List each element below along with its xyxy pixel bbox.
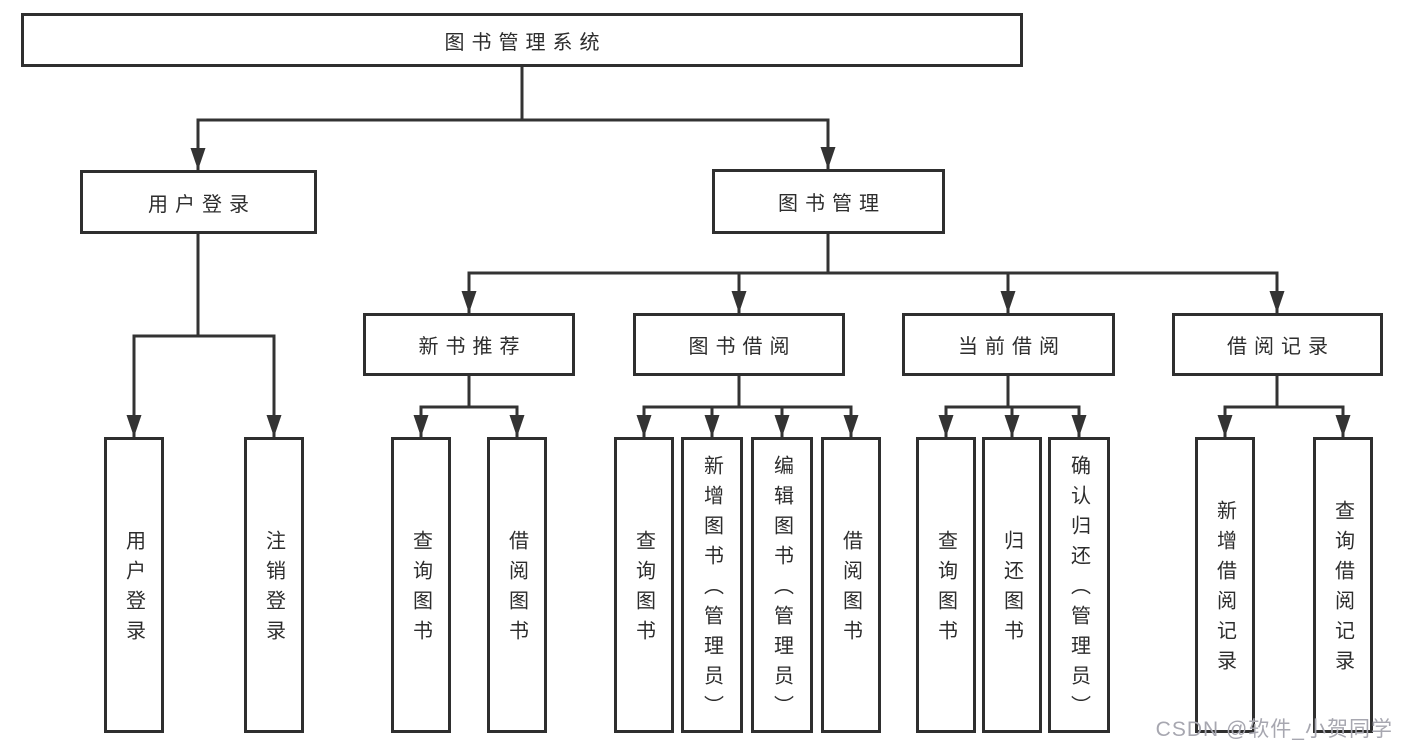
node-label: 图书借阅 bbox=[688, 336, 797, 358]
node-label: 借阅记录 bbox=[1227, 336, 1335, 358]
node-label: 查询图书 bbox=[934, 530, 957, 650]
node-label: 用户登录 bbox=[148, 193, 256, 216]
node-label: 查询借阅记录 bbox=[1331, 500, 1354, 680]
node-root-library-system: 图书管理系统 bbox=[21, 13, 1023, 67]
node-book-management: 图书管理 bbox=[712, 169, 945, 234]
node-label: 用户登录 bbox=[122, 530, 145, 650]
leaf-confirm-return-admin: 确认归还（管理员） bbox=[1048, 437, 1110, 733]
node-label: 查询图书 bbox=[632, 530, 655, 650]
connector-line bbox=[196, 66, 830, 122]
node-new-book-recommend: 新书推荐 bbox=[363, 313, 575, 376]
node-borrow-records: 借阅记录 bbox=[1172, 313, 1383, 376]
leaf-add-books-admin: 新增图书（管理员） bbox=[681, 437, 743, 733]
node-label: 新书推荐 bbox=[418, 336, 527, 358]
connector-line bbox=[132, 234, 276, 338]
connector-line bbox=[1223, 376, 1345, 409]
node-book-borrow: 图书借阅 bbox=[633, 313, 845, 376]
leaf-logout: 注销登录 bbox=[244, 437, 304, 733]
leaf-user-login: 用户登录 bbox=[104, 437, 164, 733]
connector-new-book-recommend-to-leaves bbox=[413, 376, 525, 437]
node-label: 图书管理 bbox=[778, 193, 886, 215]
leaf-query-books-recommend: 查询图书 bbox=[391, 437, 451, 733]
connector-line bbox=[944, 376, 1081, 409]
node-label: 借阅图书 bbox=[839, 530, 862, 650]
connector-line bbox=[467, 234, 1279, 275]
node-label: 新增图书（管理员） bbox=[700, 455, 723, 725]
connector-line bbox=[642, 376, 853, 409]
leaf-return-books: 归还图书 bbox=[982, 437, 1042, 733]
leaf-query-borrow-record: 查询借阅记录 bbox=[1313, 437, 1373, 733]
connector-current-borrow-to-leaves bbox=[938, 376, 1087, 437]
watermark: CSDN @软件_小贺同学 bbox=[1155, 718, 1393, 741]
node-label: 新增借阅记录 bbox=[1213, 500, 1236, 680]
node-label: 确认归还（管理员） bbox=[1067, 455, 1090, 725]
leaf-edit-books-admin: 编辑图书（管理员） bbox=[751, 437, 813, 733]
node-current-borrow: 当前借阅 bbox=[902, 313, 1115, 376]
node-label: 查询图书 bbox=[409, 530, 432, 650]
connector-user-login-to-leaves bbox=[126, 234, 282, 437]
leaf-query-books-current: 查询图书 bbox=[916, 437, 976, 733]
leaf-borrow-books: 借阅图书 bbox=[821, 437, 881, 733]
node-user-login: 用户登录 bbox=[80, 170, 317, 234]
leaf-borrow-books-recommend: 借阅图书 bbox=[487, 437, 547, 733]
leaf-add-borrow-record: 新增借阅记录 bbox=[1195, 437, 1255, 733]
node-label: 借阅图书 bbox=[505, 530, 528, 650]
connector-borrow-records-to-leaves bbox=[1217, 376, 1351, 437]
node-label: 注销登录 bbox=[262, 530, 285, 650]
connector-book-borrow-to-leaves bbox=[636, 376, 859, 437]
node-label: 图书管理系统 bbox=[444, 31, 607, 54]
leaf-query-books-borrow: 查询图书 bbox=[614, 437, 674, 733]
connector-root-to-level2 bbox=[190, 66, 836, 170]
node-label: 当前借阅 bbox=[958, 336, 1066, 358]
connector-book-management-to-level3 bbox=[461, 234, 1285, 313]
node-label: 编辑图书（管理员） bbox=[770, 455, 793, 725]
node-label: 归还图书 bbox=[1000, 530, 1023, 650]
connector-line bbox=[419, 376, 519, 409]
